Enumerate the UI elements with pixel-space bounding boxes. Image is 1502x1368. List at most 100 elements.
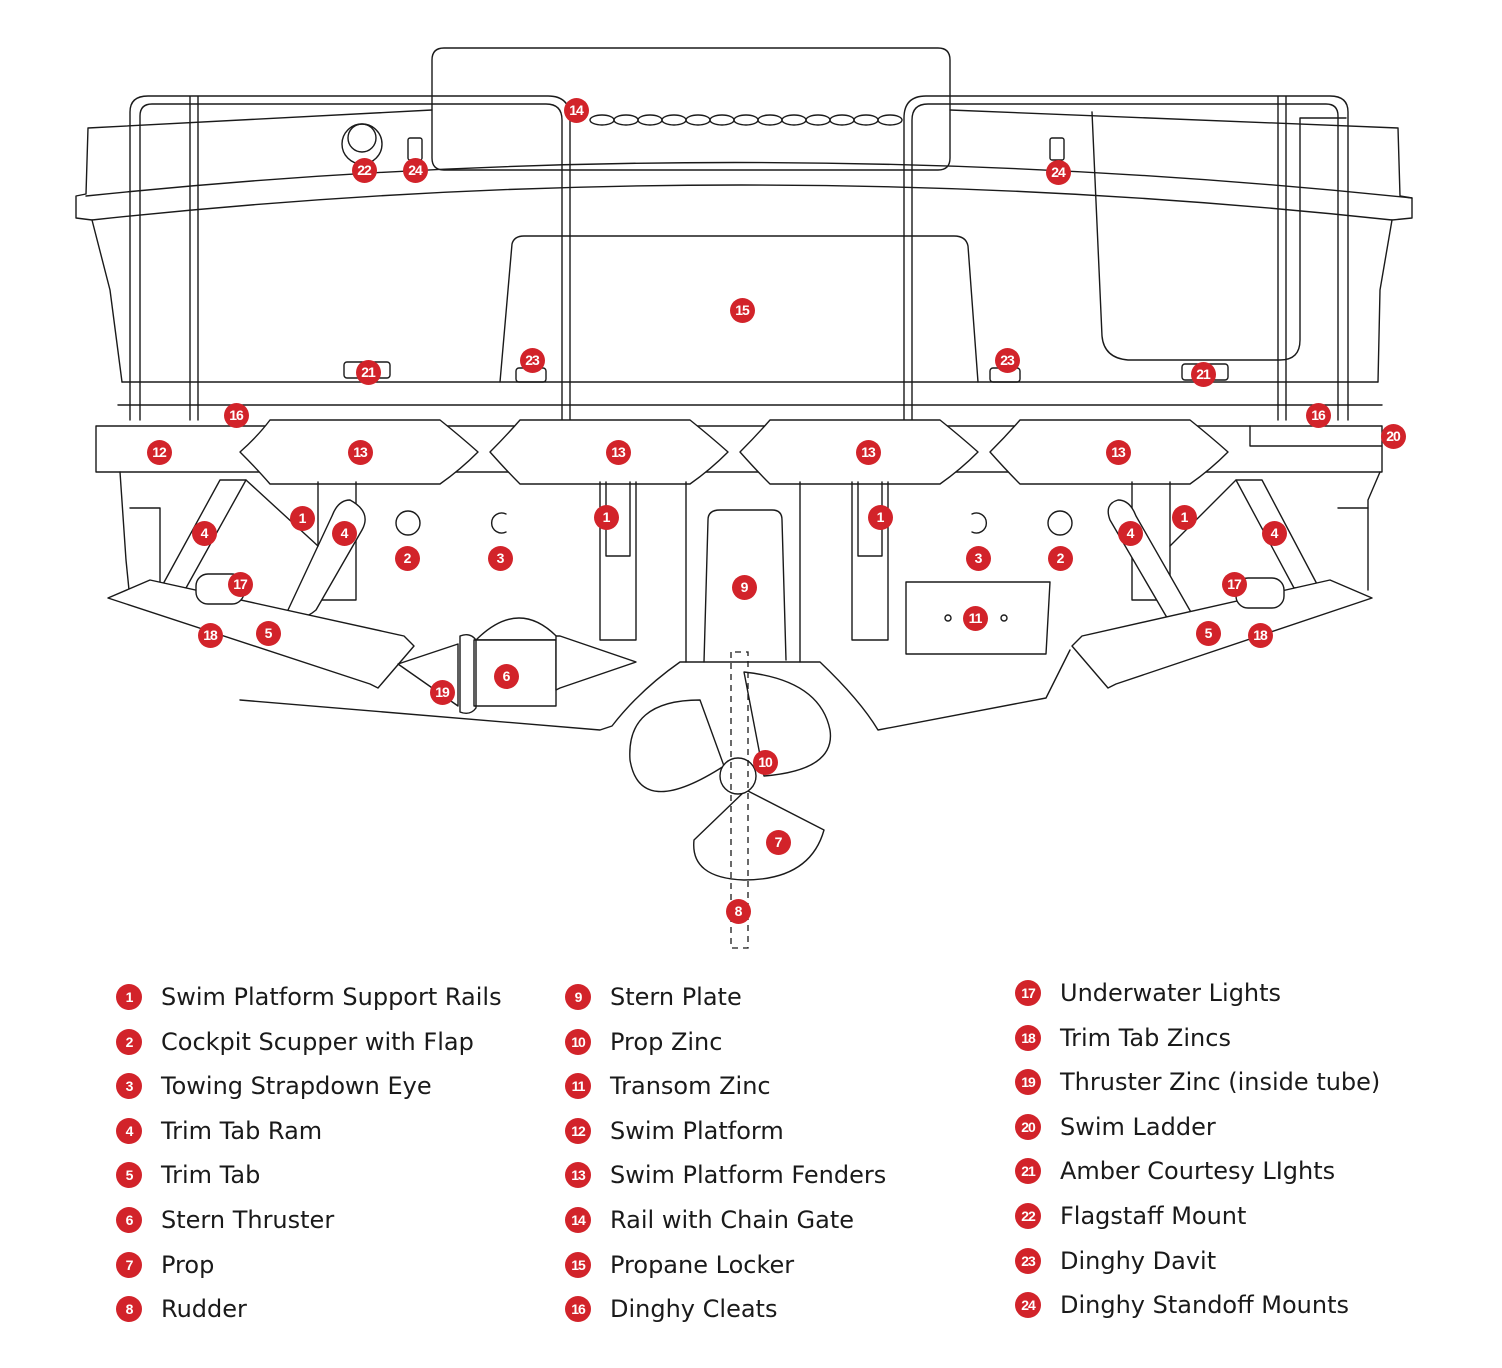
callout-4: 4 <box>1117 520 1143 546</box>
legend-number-badge: 4 <box>116 1117 142 1144</box>
legend-label: Prop <box>161 1250 215 1279</box>
propane-locker-outline <box>499 235 979 383</box>
legend-label: Dinghy Davit <box>1060 1246 1217 1275</box>
legend-label: Amber Courtesy LIghts <box>1060 1157 1336 1186</box>
callout-14: 14 <box>563 97 589 123</box>
upper-deck-box <box>431 47 951 171</box>
right-locker-panel <box>1091 111 1347 361</box>
legend-item-9: 9 Stern Plate <box>565 982 742 1012</box>
legend-item-7: 7 Prop <box>116 1250 214 1280</box>
callout-1: 1 <box>1171 504 1197 530</box>
legend-number-badge: 19 <box>1015 1069 1041 1096</box>
legend-number-badge: 15 <box>565 1251 591 1278</box>
legend-number-badge: 9 <box>565 984 591 1010</box>
legend-item-24: 24 Dinghy Standoff Mounts <box>1015 1290 1349 1320</box>
deck-curve-lower <box>85 161 1413 199</box>
legend-label: Transom Zinc <box>610 1072 771 1101</box>
callout-15: 15 <box>729 297 755 323</box>
standoff-mount-right <box>1049 137 1065 161</box>
scupper-right <box>1047 510 1073 536</box>
legend-number-badge: 12 <box>565 1117 591 1144</box>
callout-3: 3 <box>487 545 513 571</box>
legend-item-15: 15 Propane Locker <box>565 1250 794 1280</box>
callout-24: 24 <box>1045 159 1071 185</box>
callout-20: 20 <box>1380 423 1406 449</box>
callout-2: 2 <box>1047 545 1073 571</box>
callout-4: 4 <box>331 520 357 546</box>
legend-number-badge: 24 <box>1015 1292 1041 1319</box>
callout-13: 13 <box>855 439 881 465</box>
legend-number-badge: 17 <box>1015 980 1041 1006</box>
callout-21: 21 <box>355 359 381 385</box>
ram-link-left <box>245 479 1237 547</box>
callout-16: 16 <box>223 402 249 428</box>
callout-13: 13 <box>1105 439 1131 465</box>
legend-number-badge: 5 <box>116 1162 142 1189</box>
callout-1: 1 <box>289 505 315 531</box>
legend-label: Propane Locker <box>610 1250 795 1279</box>
legend-number-badge: 6 <box>116 1207 142 1233</box>
legend-label: Rudder <box>161 1295 247 1324</box>
callout-1: 1 <box>593 504 619 530</box>
legend-label: Stern Plate <box>610 983 742 1011</box>
callout-3: 3 <box>965 545 991 571</box>
chain-gate <box>589 114 903 126</box>
legend-label: Towing Strapdown Eye <box>161 1072 432 1101</box>
callout-21: 21 <box>1190 361 1216 387</box>
callout-22: 22 <box>351 157 377 183</box>
legend-label: Trim Tab Ram <box>161 1116 323 1145</box>
transom-zinc-plate <box>905 581 1051 655</box>
legend-label: Swim Ladder <box>1060 1112 1216 1141</box>
legend-number-badge: 14 <box>565 1207 591 1233</box>
legend-number-badge: 13 <box>565 1162 591 1189</box>
hull-step <box>129 507 1369 601</box>
callout-1: 1 <box>867 504 893 530</box>
callout-18: 18 <box>197 622 223 648</box>
callout-17: 17 <box>227 571 253 597</box>
callout-4: 4 <box>1261 520 1287 546</box>
thruster-cone-right <box>555 635 637 691</box>
legend-item-11: 11 Transom Zinc <box>565 1071 771 1101</box>
towing-eye-right <box>971 512 988 534</box>
callout-17: 17 <box>1221 571 1247 597</box>
legend-label: Rail with Chain Gate <box>610 1206 855 1234</box>
callout-6: 6 <box>493 663 519 689</box>
callout-8: 8 <box>725 898 751 924</box>
callout-19: 19 <box>429 679 455 705</box>
hull-top-outline <box>75 109 1413 383</box>
boat-stern-diagram <box>75 47 1413 949</box>
callout-24: 24 <box>402 157 428 183</box>
deck-curve <box>91 184 1393 221</box>
legend-number-badge: 7 <box>116 1251 142 1278</box>
legend-item-23: 23 Dinghy Davit <box>1015 1246 1216 1276</box>
callout-10: 10 <box>752 749 778 775</box>
legend-number-badge: 11 <box>565 1073 591 1100</box>
callout-13: 13 <box>347 439 373 465</box>
callout-12: 12 <box>146 439 172 465</box>
left-rail <box>129 95 571 421</box>
legend-label: Flagstaff Mount <box>1060 1202 1247 1230</box>
stern-plate <box>685 481 801 663</box>
rudder <box>730 651 749 949</box>
legend-number-badge: 23 <box>1015 1247 1041 1274</box>
callout-13: 13 <box>605 439 631 465</box>
legend-label: Cockpit Scupper with Flap <box>161 1027 474 1056</box>
lower-hull-outline <box>119 471 1381 731</box>
legend-label: Thruster Zinc (inside tube) <box>1060 1068 1381 1097</box>
legend-item-14: 14 Rail with Chain Gate <box>565 1205 854 1235</box>
legend-label: Dinghy Standoff Mounts <box>1060 1291 1350 1320</box>
legend-number-badge: 1 <box>116 984 142 1010</box>
callout-11: 11 <box>962 605 988 631</box>
